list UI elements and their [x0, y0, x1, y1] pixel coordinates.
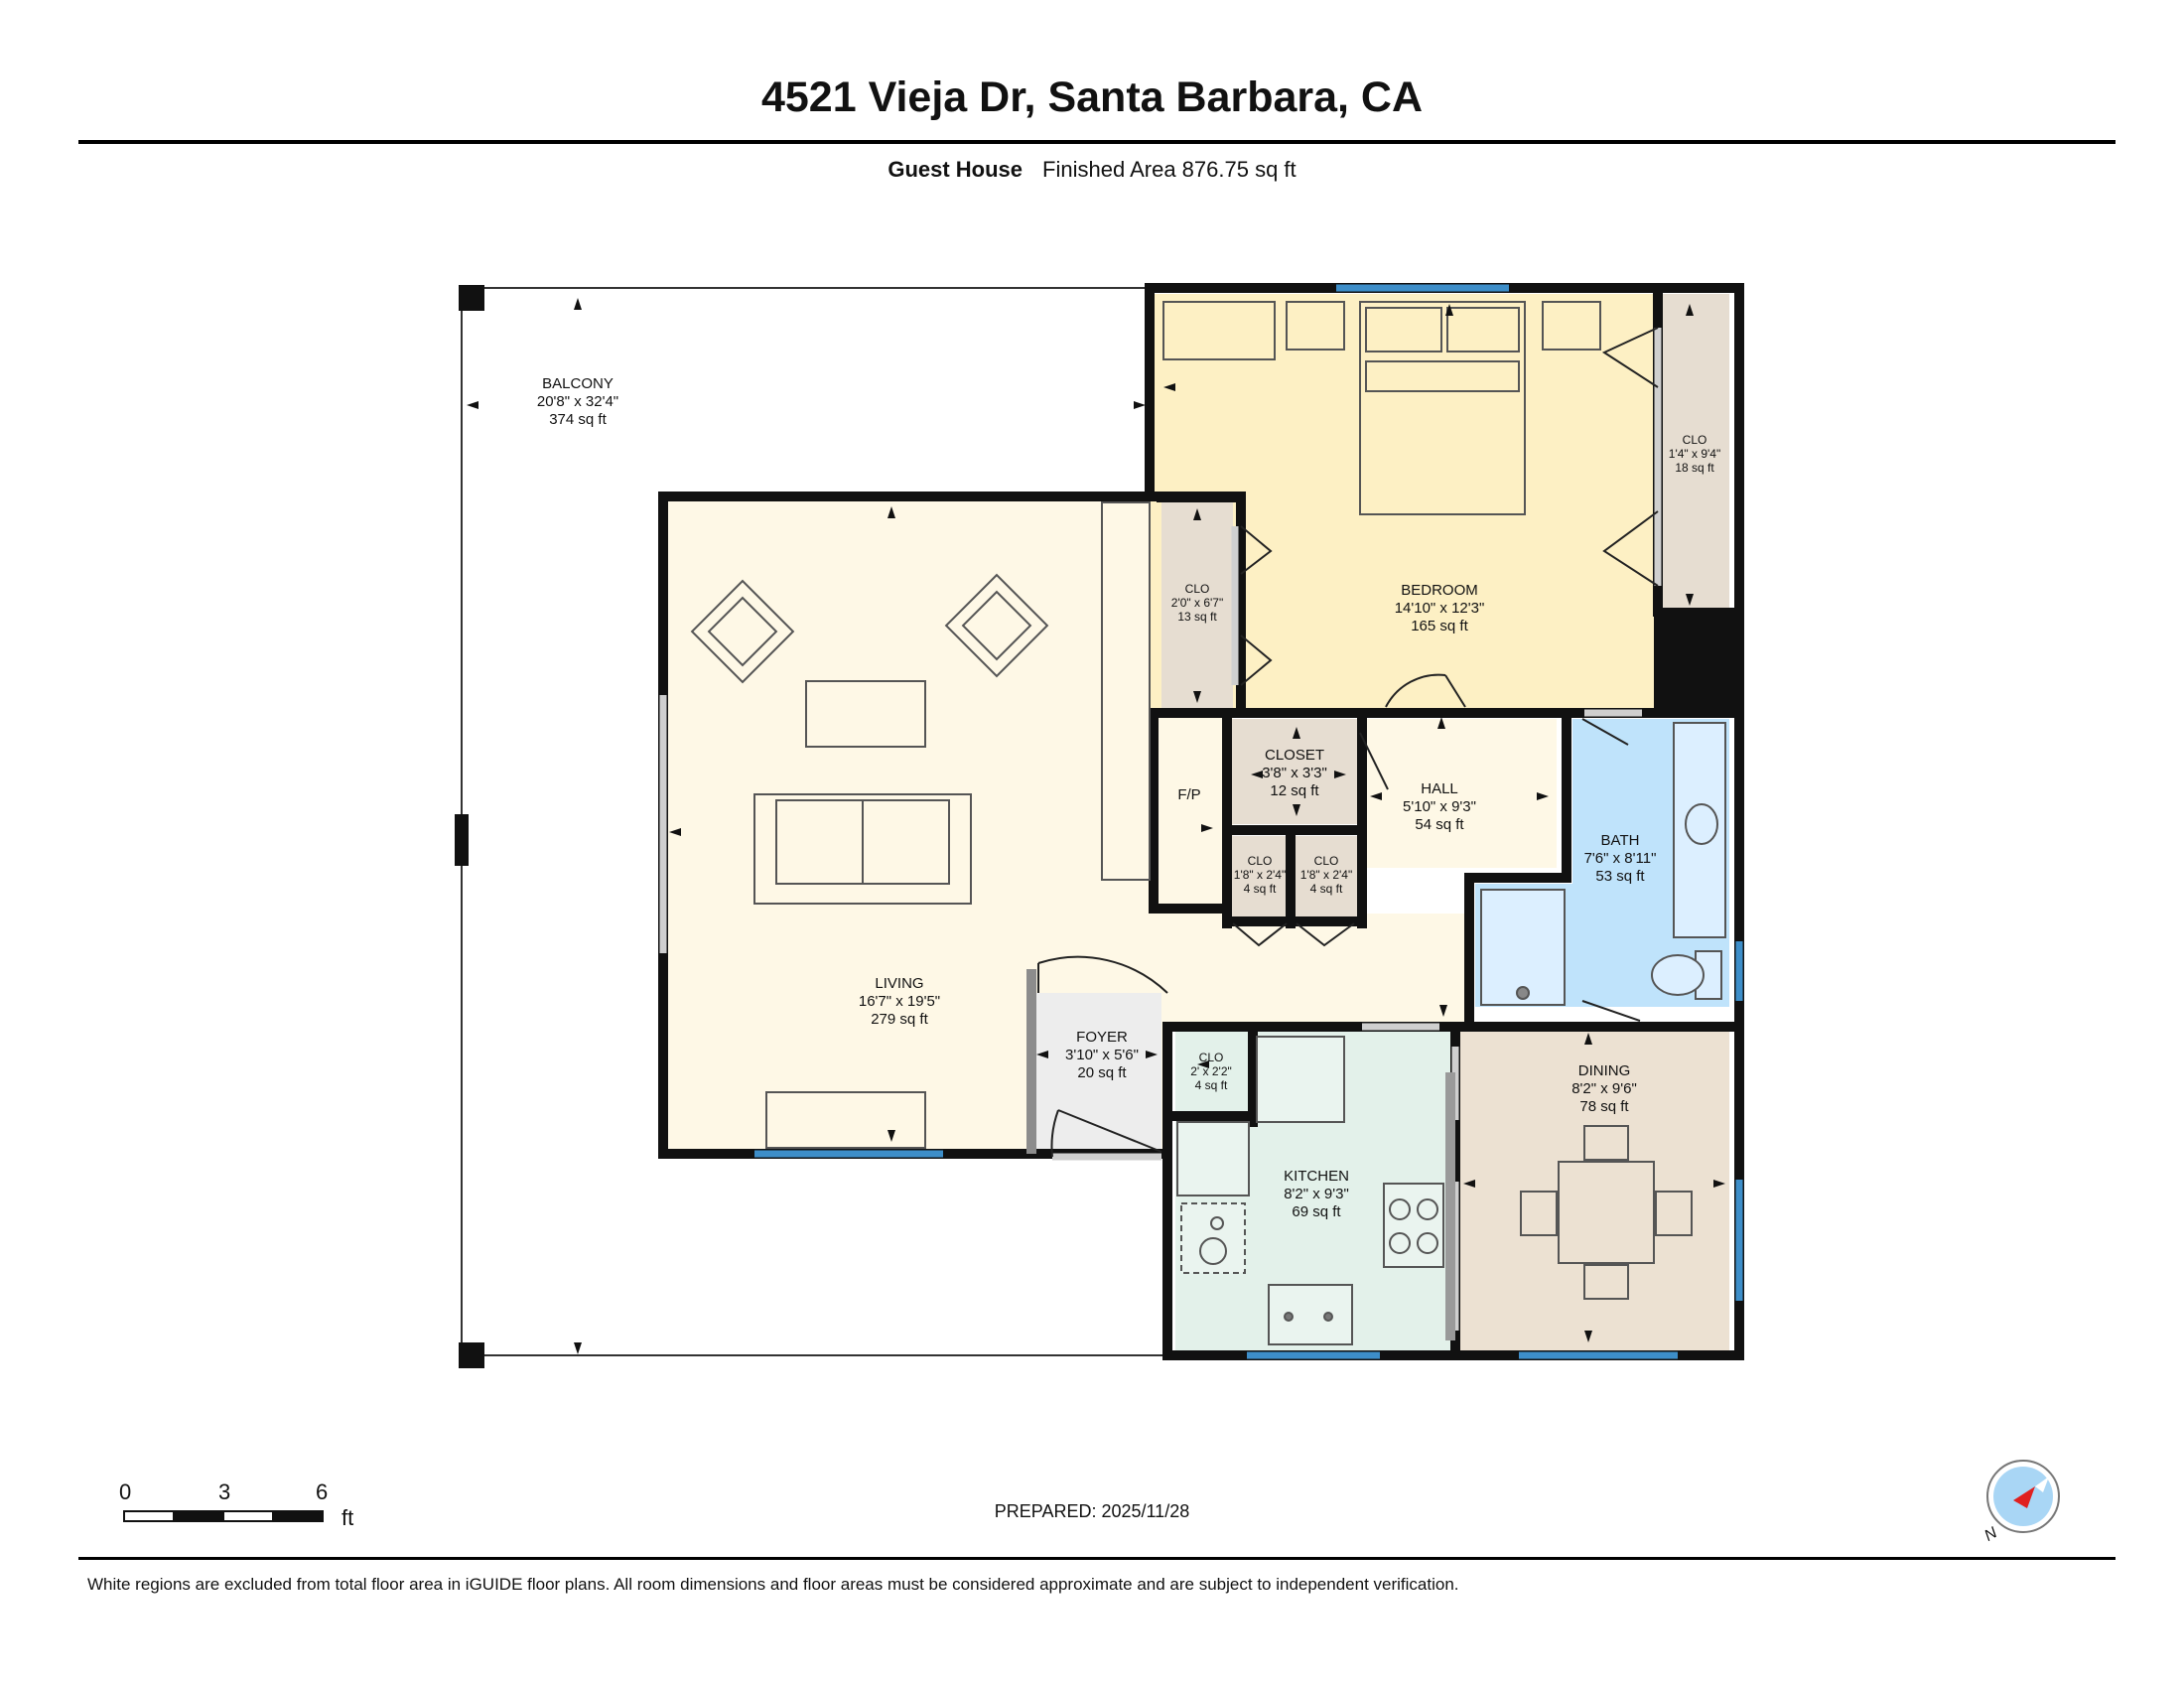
- kitchen-divider-panel: [1445, 1072, 1455, 1340]
- room-label-dining: DINING 8'2" x 9'6" 78 sq ft: [1571, 1062, 1637, 1115]
- hall-fill: [1364, 719, 1557, 868]
- finished-area: Finished Area 876.75 sq ft: [1042, 157, 1297, 182]
- room-label-bath: BATH 7'6" x 8'11" 53 sq ft: [1583, 832, 1657, 885]
- toilet-icon: [1651, 954, 1705, 996]
- header-rule: [78, 140, 2116, 144]
- wall-block: [1654, 608, 1739, 713]
- nightstand-icon: [1286, 301, 1345, 351]
- cooktop-icon: [1383, 1183, 1444, 1268]
- compass-icon: [1986, 1460, 2060, 1533]
- console-icon: [765, 1091, 926, 1149]
- dresser-icon: [1162, 301, 1276, 360]
- compass: N: [1981, 1457, 2073, 1561]
- room-label-hall: HALL 5'10" x 9'3" 54 sq ft: [1403, 780, 1476, 833]
- chair-icon: [1655, 1191, 1693, 1236]
- scale-tick-0: 0: [119, 1479, 132, 1504]
- scale-tick-3: 3: [218, 1479, 231, 1504]
- room-label-kitchen: KITCHEN 8'2" x 9'3" 69 sq ft: [1284, 1168, 1349, 1220]
- dining-furniture: [1520, 1125, 1693, 1300]
- chair-icon: [1520, 1191, 1558, 1236]
- disclaimer: White regions are excluded from total fl…: [87, 1575, 1459, 1594]
- dimension-arrows: [467, 298, 1725, 1354]
- page-title: 4521 Vieja Dr, Santa Barbara, CA: [760, 73, 1424, 121]
- bedroom-furniture: [1162, 301, 1601, 515]
- living-furniture: [690, 501, 1151, 1149]
- bath-fixtures: [1480, 722, 1726, 1006]
- scale-unit: ft: [341, 1505, 354, 1530]
- dining-table-icon: [1558, 1161, 1655, 1264]
- sink-icon: [1685, 803, 1718, 845]
- room-label-clo-foyer: CLO 2' x 2'2" 4 sq ft: [1190, 1051, 1232, 1092]
- scale-bar-graphic: [123, 1510, 324, 1522]
- living-clo-wall: [1157, 494, 1241, 502]
- room-label-clo-hall-a: CLO 1'8" x 2'4" 4 sq ft: [1233, 854, 1287, 896]
- room-label-bedroom: BEDROOM 14'10" x 12'3" 165 sq ft: [1394, 582, 1485, 634]
- area-subtitle: Guest House Finished Area 876.75 sq ft: [0, 157, 2184, 183]
- bathtub-icon: [1480, 889, 1566, 1006]
- room-label-foyer: FOYER 3'10" x 5'6" 20 sq ft: [1065, 1029, 1139, 1081]
- room-label-clo-bedroom-right: CLO 1'4" x 9'4" 18 sq ft: [1668, 433, 1721, 475]
- door-swings: [1037, 327, 1659, 1158]
- room-label-clo-hall-b: CLO 1'8" x 2'4" 4 sq ft: [1299, 854, 1353, 896]
- bedroom-clo-left-fill: [1161, 498, 1233, 709]
- nightstand-icon: [1542, 301, 1601, 351]
- scale-tick-6: 6: [316, 1479, 329, 1504]
- bedroom-clo-fill: [1660, 294, 1729, 612]
- living-fill: [663, 496, 1467, 1157]
- building-name: Guest House: [887, 157, 1024, 182]
- sink-icon: [1268, 1284, 1353, 1345]
- coffee-table-icon: [805, 680, 926, 748]
- balcony-post: [455, 814, 469, 866]
- room-label-balcony: BALCONY 20'8" x 32'4" 374 sq ft: [536, 375, 619, 428]
- fridge-icon: [1256, 1036, 1345, 1123]
- room-label-living: LIVING 16'7" x 19'5" 279 sq ft: [858, 975, 941, 1028]
- windows: [754, 284, 1743, 1359]
- prepared-date: PREPARED: 2025/11/28: [994, 1501, 1190, 1521]
- clo-hall-a-fill: [1231, 836, 1289, 917]
- balcony-post: [459, 285, 484, 311]
- balcony-post: [459, 1342, 484, 1368]
- fireplace-nook: [1101, 501, 1151, 881]
- counter-icon: [1176, 1121, 1250, 1196]
- footer-rule: [78, 1557, 2116, 1560]
- kitchen-fixtures: [1176, 1036, 1444, 1345]
- chair-icon: [1583, 1125, 1629, 1161]
- room-label-fp: F/P: [1177, 786, 1201, 803]
- room-label-closet: CLOSET 3'8" x 3'3" 12 sq ft: [1262, 747, 1327, 799]
- chair-icon: [1583, 1264, 1629, 1300]
- foyer-wall-panel: [1026, 969, 1036, 1154]
- clo-hall-b-fill: [1295, 836, 1358, 917]
- room-label-clo-bedroom-left: CLO 2'0" x 6'7" 13 sq ft: [1170, 582, 1224, 624]
